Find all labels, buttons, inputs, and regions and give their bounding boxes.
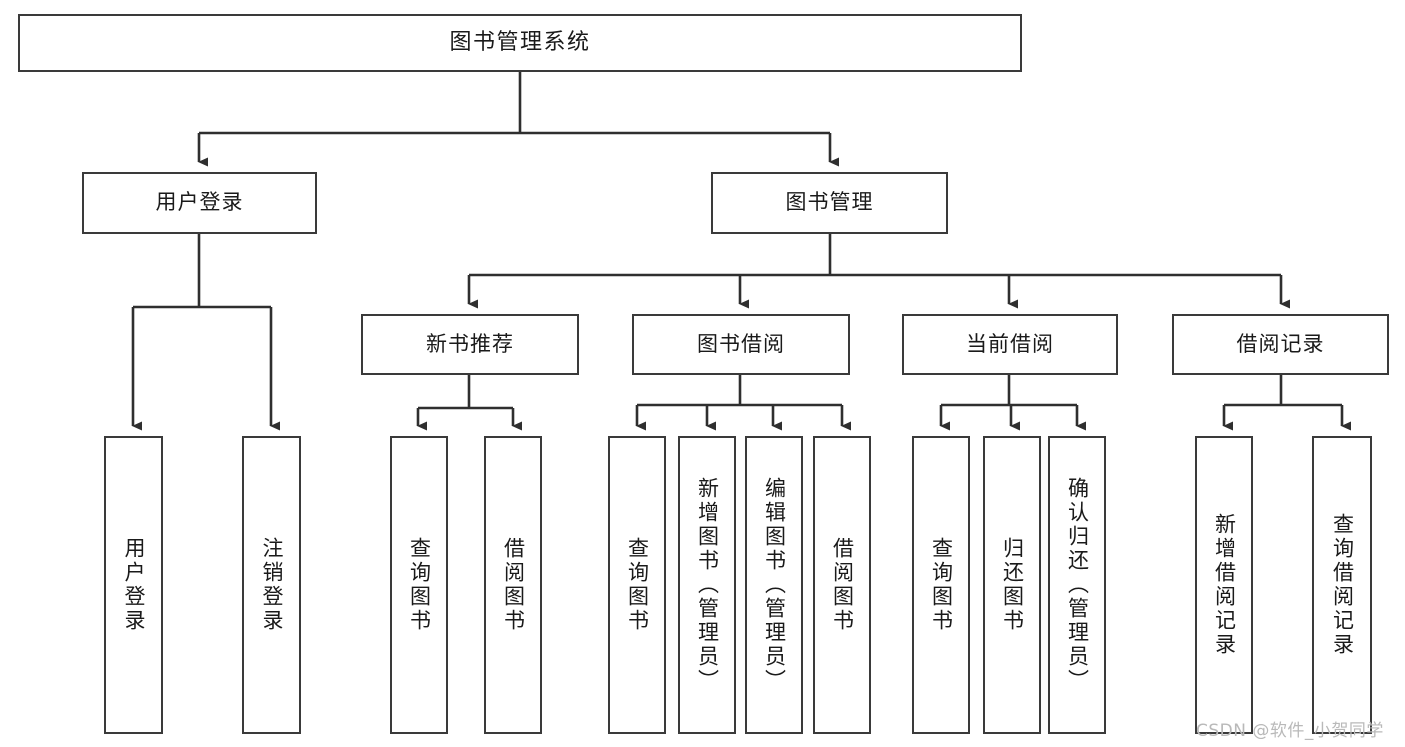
- leaf-return-books[interactable]: 归还图书: [983, 436, 1041, 734]
- node-label: 归还图书: [1000, 537, 1025, 633]
- node-book-borrow[interactable]: 图书借阅: [632, 314, 850, 375]
- leaf-user-login[interactable]: 用户登录: [104, 436, 163, 734]
- node-label: 确认归还（管理员）: [1065, 477, 1090, 693]
- node-label: 当前借阅: [966, 331, 1054, 356]
- leaf-query-books-recommend[interactable]: 查询图书: [390, 436, 448, 734]
- leaf-add-borrow-record[interactable]: 新增借阅记录: [1195, 436, 1253, 734]
- node-root-system[interactable]: 图书管理系统: [18, 14, 1022, 72]
- node-label: 用户登录: [155, 190, 244, 215]
- node-label: 借阅图书: [501, 537, 526, 633]
- node-user-login[interactable]: 用户登录: [82, 172, 317, 234]
- node-label: 注销登录: [260, 537, 284, 633]
- node-label: 查询图书: [625, 537, 650, 633]
- csdn-watermark: CSDN @软件_小贺同学: [1196, 721, 1384, 741]
- node-label: 新增借阅记录: [1212, 513, 1237, 657]
- node-label: 查询借阅记录: [1330, 513, 1355, 657]
- leaf-edit-book-admin[interactable]: 编辑图书（管理员）: [745, 436, 803, 734]
- leaf-logout-login[interactable]: 注销登录: [242, 436, 301, 734]
- node-label: 图书管理: [785, 190, 874, 215]
- leaf-add-book-admin[interactable]: 新增图书（管理员）: [678, 436, 736, 734]
- node-current-borrow[interactable]: 当前借阅: [902, 314, 1118, 375]
- node-label: 借阅图书: [830, 537, 855, 633]
- node-label: 用户登录: [122, 537, 146, 633]
- node-label: 图书借阅: [697, 331, 785, 356]
- node-label: 借阅记录: [1236, 331, 1325, 356]
- node-label: 新书推荐: [426, 331, 514, 356]
- node-label: 查询图书: [407, 537, 432, 633]
- node-label: 图书管理系统: [449, 29, 591, 55]
- node-label: 新增图书（管理员）: [695, 477, 720, 693]
- leaf-query-borrow-record[interactable]: 查询借阅记录: [1312, 436, 1372, 734]
- node-new-book-recommend[interactable]: 新书推荐: [361, 314, 579, 375]
- node-label: 查询图书: [929, 537, 954, 633]
- node-borrow-record[interactable]: 借阅记录: [1172, 314, 1389, 375]
- leaf-borrow-books-recommend[interactable]: 借阅图书: [484, 436, 542, 734]
- node-book-management[interactable]: 图书管理: [711, 172, 948, 234]
- node-label: 编辑图书（管理员）: [762, 477, 787, 693]
- leaf-borrow-books[interactable]: 借阅图书: [813, 436, 871, 734]
- leaf-query-books-current[interactable]: 查询图书: [912, 436, 970, 734]
- leaf-confirm-return-admin[interactable]: 确认归还（管理员）: [1048, 436, 1106, 734]
- leaf-query-books-borrow[interactable]: 查询图书: [608, 436, 666, 734]
